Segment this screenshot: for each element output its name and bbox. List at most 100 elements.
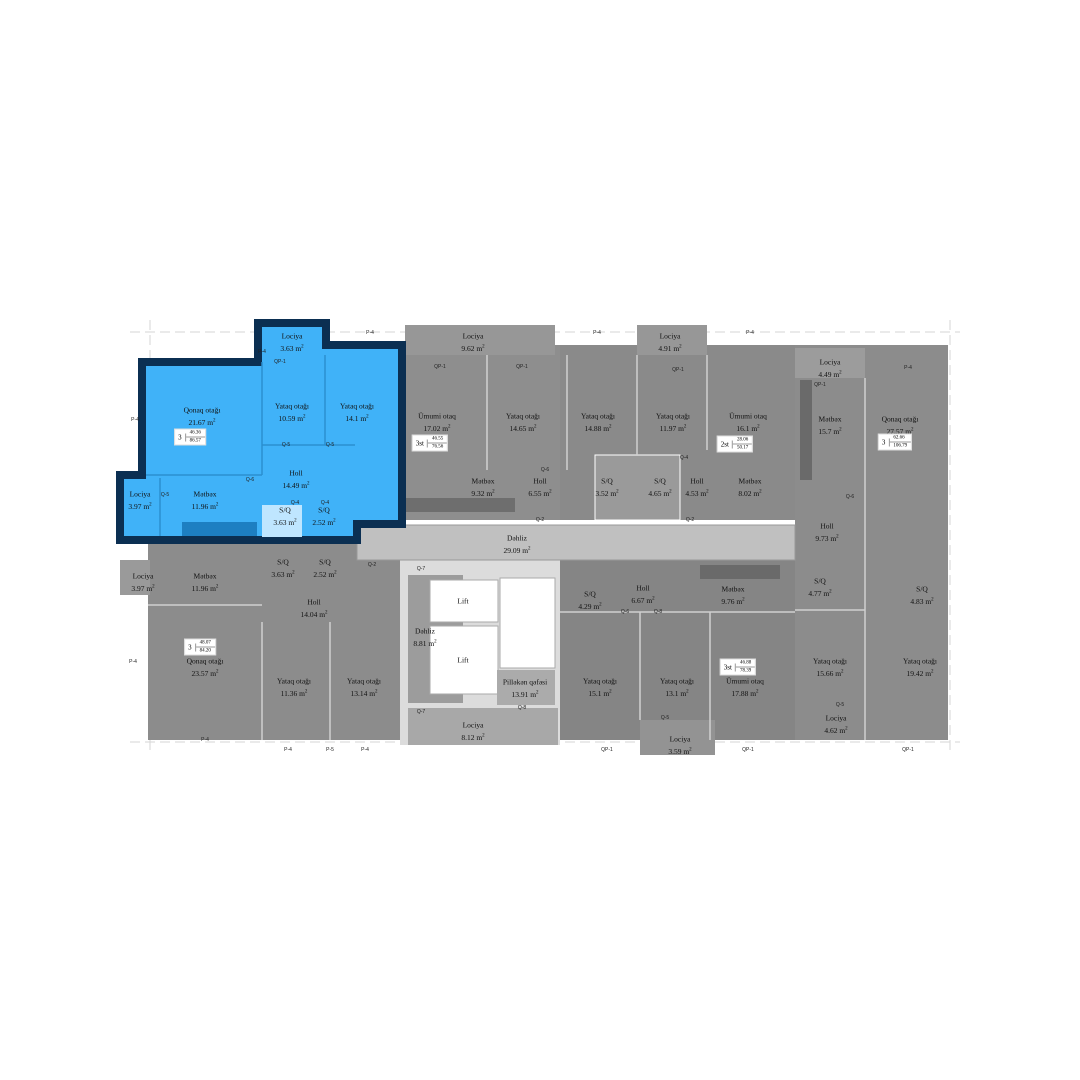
unit-superscript: 2 bbox=[292, 570, 295, 576]
unit-superscript: 2 bbox=[683, 424, 687, 430]
room-area: 10.59 m2 bbox=[275, 411, 309, 424]
unit-superscript: 2 bbox=[911, 427, 914, 433]
room-area-value: 4.29 m bbox=[578, 601, 600, 611]
badge-living-area: 62.66 bbox=[889, 435, 912, 443]
room-area-value: 3.59 m bbox=[668, 746, 690, 756]
room-name: S/Q bbox=[601, 476, 613, 486]
badge-living-area: 46.36 bbox=[185, 430, 205, 438]
unit-superscript: 2 bbox=[434, 639, 437, 645]
room-area-value: 14.1 m bbox=[345, 413, 367, 423]
room-area: 2.52 m2 bbox=[312, 515, 335, 528]
room-area: 17.88 m2 bbox=[726, 686, 764, 699]
corridor bbox=[356, 524, 796, 561]
unit-superscript: 2 bbox=[829, 589, 832, 595]
apartment-bottom-middle-shape[interactable] bbox=[560, 560, 795, 755]
room-area: 4.49 m2 bbox=[818, 367, 841, 380]
door-tag: Q-4 bbox=[679, 455, 689, 461]
interior-walls bbox=[148, 355, 866, 740]
room-name: S/Q bbox=[279, 505, 291, 515]
door-tag: Q-5 bbox=[160, 492, 170, 498]
apartment-top-middle-shape[interactable] bbox=[405, 325, 560, 520]
room-area: 9.73 m2 bbox=[815, 531, 838, 544]
apartment-bottom-left-shape[interactable] bbox=[120, 540, 400, 740]
unit-superscript: 2 bbox=[307, 481, 310, 487]
stair-core bbox=[400, 560, 560, 745]
room-name: Ümumi otaq bbox=[726, 676, 764, 686]
room-area-value: 3.97 m bbox=[131, 583, 153, 593]
room-name: Holl bbox=[533, 476, 547, 486]
room-name: Holl bbox=[307, 597, 321, 607]
room-area: 15.7 m2 bbox=[818, 424, 841, 437]
badge-living-area: 46.88 bbox=[735, 660, 756, 668]
apartment-right-shape[interactable] bbox=[795, 345, 948, 740]
apartment-top-right-shape[interactable] bbox=[560, 325, 795, 521]
room-name: Yataq otağı bbox=[276, 676, 312, 686]
badge-total-area: 106.79 bbox=[893, 443, 908, 449]
selected-apartment[interactable] bbox=[116, 319, 406, 544]
unit-superscript: 2 bbox=[325, 610, 328, 616]
room-area-value: 8.81 m bbox=[413, 638, 435, 648]
room-area: 16.1 m2 bbox=[729, 421, 767, 434]
unit-superscript: 2 bbox=[689, 747, 692, 753]
room-name: Holl bbox=[636, 583, 650, 593]
room-area: 13.14 m2 bbox=[347, 686, 381, 699]
room-area-value: 3.63 m bbox=[273, 517, 295, 527]
room-area: 14.1 m2 bbox=[340, 411, 374, 424]
